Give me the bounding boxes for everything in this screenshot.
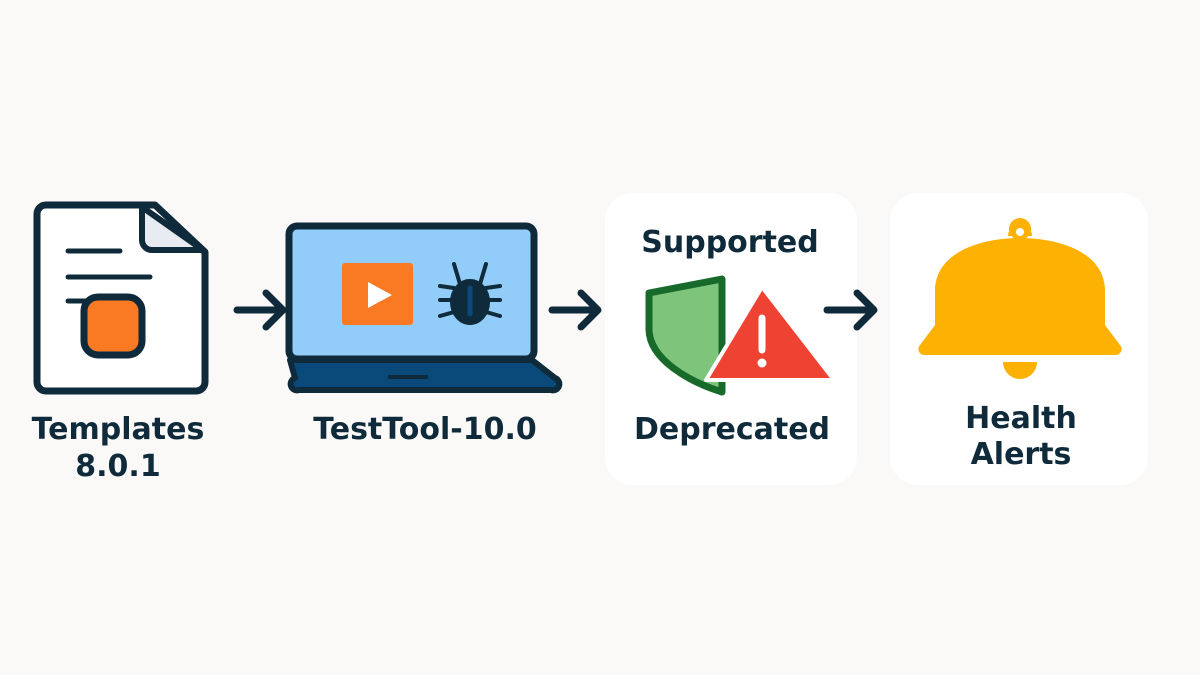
templates-version: 8.0.1	[75, 449, 160, 484]
play-icon	[342, 263, 413, 325]
health-label: Health	[965, 401, 1077, 436]
shield-icon	[645, 275, 726, 396]
bug-icon	[438, 262, 502, 325]
document-icon	[33, 201, 209, 395]
bell-icon	[918, 218, 1122, 379]
supported-label: Supported	[641, 225, 818, 260]
deprecated-label: Deprecated	[634, 412, 830, 447]
alerts-label: Alerts	[971, 437, 1072, 472]
arrow-right-icon	[233, 289, 287, 331]
arrow-right-icon	[823, 289, 878, 331]
warning-icon	[704, 285, 836, 382]
testtool-label: TestTool-10.0	[313, 412, 536, 447]
laptop-icon	[285, 222, 563, 394]
templates-label: Templates	[32, 412, 205, 447]
arrow-right-icon	[548, 289, 602, 331]
